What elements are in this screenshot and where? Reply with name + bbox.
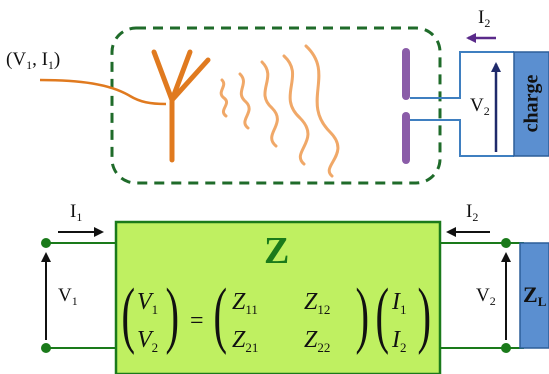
rhs-paren-open: ( <box>375 274 390 356</box>
rhs-i2: I2 <box>392 327 407 355</box>
electrode-bottom <box>402 112 410 164</box>
lhs-paren-close: ) <box>165 274 180 356</box>
z-block-title: Z <box>264 230 290 272</box>
z11: Z11 <box>232 289 258 317</box>
charge-load-box <box>513 51 549 157</box>
radio-waves-icon <box>219 44 340 178</box>
equals-sign: = <box>190 308 204 334</box>
top-voltage-label: V2 <box>470 95 490 118</box>
input-label: (V1, I1) <box>6 49 61 72</box>
rhs-paren-close: ) <box>417 274 432 356</box>
wire-top <box>410 51 514 99</box>
z21: Z21 <box>232 327 259 355</box>
input-feed-line <box>39 78 167 106</box>
top-current-label: I2 <box>478 7 491 30</box>
z-block <box>114 220 442 374</box>
lhs-paren-open: ( <box>121 274 136 356</box>
dashed-enclosure <box>110 26 442 185</box>
lhs-v2: V2 <box>137 327 159 355</box>
z12: Z12 <box>304 289 331 317</box>
terminal-1-bottom <box>41 343 51 353</box>
zl-load-box <box>519 242 549 349</box>
wire-bottom <box>410 119 514 157</box>
i2-label: I2 <box>466 201 479 224</box>
z-paren-open: ( <box>213 274 228 356</box>
v2-label: V2 <box>476 285 496 308</box>
z22: Z22 <box>304 327 331 355</box>
rhs-i1: I1 <box>392 289 407 317</box>
charge-label: charge <box>520 74 543 133</box>
v1-label: V1 <box>58 285 78 308</box>
i1-label: I1 <box>70 201 83 224</box>
terminal-2-top <box>501 238 511 248</box>
z-paren-close: ) <box>355 274 370 356</box>
antenna-icon <box>151 49 211 163</box>
terminal-2-bottom <box>501 343 511 353</box>
electrode-top <box>402 48 410 100</box>
terminal-1-top <box>41 238 51 248</box>
lhs-v1: V1 <box>137 289 159 317</box>
zl-label: ZL <box>523 282 547 309</box>
